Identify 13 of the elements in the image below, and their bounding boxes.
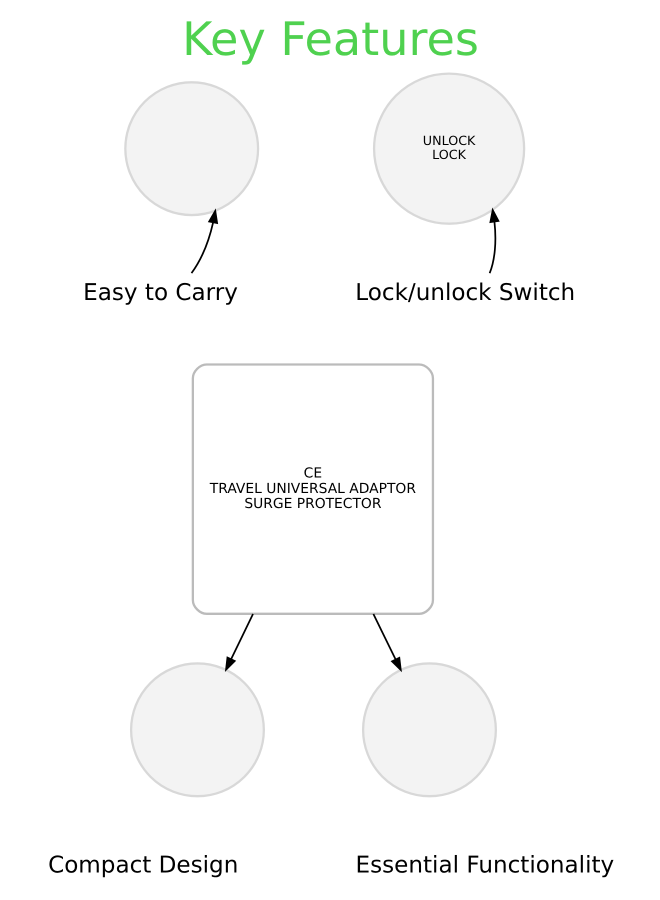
node-circle: [361, 662, 496, 797]
node-label: Essential Functionality: [355, 852, 614, 878]
arrow: [190, 208, 218, 274]
node-label: Compact Design: [48, 852, 238, 878]
node-box: CE TRAVEL UNIVERSAL ADAPTOR SURGE PROTECTOR: [191, 362, 434, 614]
diagram-title: Key Features: [182, 12, 478, 66]
node-text: Easy to Carry: [82, 279, 238, 306]
arrow: [224, 613, 254, 672]
node-circle: [124, 80, 259, 216]
arrow: [372, 613, 402, 672]
node-text: Lock/unlock Switch: [354, 279, 575, 306]
arrow: [488, 207, 500, 274]
node-circle: [129, 662, 264, 797]
